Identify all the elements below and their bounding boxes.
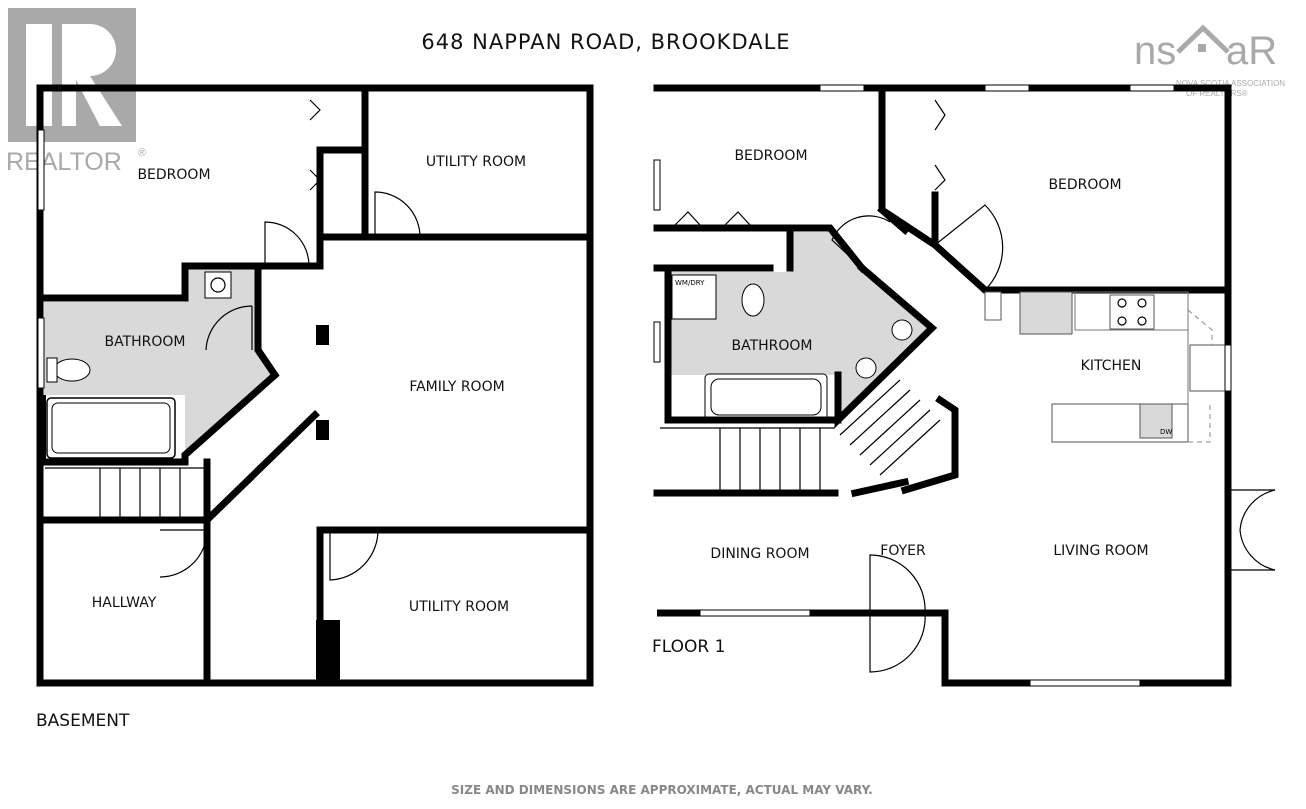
realtor-logo: REALTOR ® xyxy=(6,8,146,176)
svg-text:aR: aR xyxy=(1226,29,1277,73)
floor-label: BASEMENT xyxy=(36,711,130,731)
room-label: UTILITY ROOM xyxy=(426,154,526,170)
svg-text:®: ® xyxy=(138,147,146,159)
room-label: BEDROOM xyxy=(1048,177,1121,193)
basement-plan: BEDROOM UTILITY ROOM BATHROOM FAMILY ROO… xyxy=(36,84,594,731)
nsar-logo: ns aR NOVA SCOTIA ASSOCIATION OF REALTOR… xyxy=(1134,24,1285,98)
washer-dryer-label: WM/DRY xyxy=(675,279,705,287)
dishwasher-label: DW xyxy=(1160,428,1172,436)
svg-text:OF REALTORS®: OF REALTORS® xyxy=(1186,89,1248,98)
room-label: LIVING ROOM xyxy=(1053,543,1148,559)
room-label: BATHROOM xyxy=(104,334,185,350)
room-label: KITCHEN xyxy=(1081,358,1142,374)
room-label: BATHROOM xyxy=(731,338,812,354)
room-label: DINING ROOM xyxy=(710,546,809,562)
disclaimer: SIZE AND DIMENSIONS ARE APPROXIMATE, ACT… xyxy=(451,783,873,797)
room-label: HALLWAY xyxy=(92,595,157,611)
svg-text:REALTOR: REALTOR xyxy=(6,148,122,176)
room-label: BEDROOM xyxy=(734,148,807,164)
room-label: FOYER xyxy=(880,543,926,559)
svg-text:NOVA SCOTIA ASSOCIATION: NOVA SCOTIA ASSOCIATION xyxy=(1176,79,1285,88)
floor1-plan: WM/DRY DW BEDROOM BEDROOM xyxy=(652,84,1276,687)
room-label: BEDROOM xyxy=(137,167,210,183)
room-label: UTILITY ROOM xyxy=(409,599,509,615)
floor-label: FLOOR 1 xyxy=(652,637,725,657)
basement-bathroom-fill xyxy=(44,268,275,455)
property-title: 648 NAPPAN ROAD, BROOKDALE xyxy=(421,30,790,54)
svg-text:ns: ns xyxy=(1134,29,1176,73)
room-label: FAMILY ROOM xyxy=(409,379,504,395)
